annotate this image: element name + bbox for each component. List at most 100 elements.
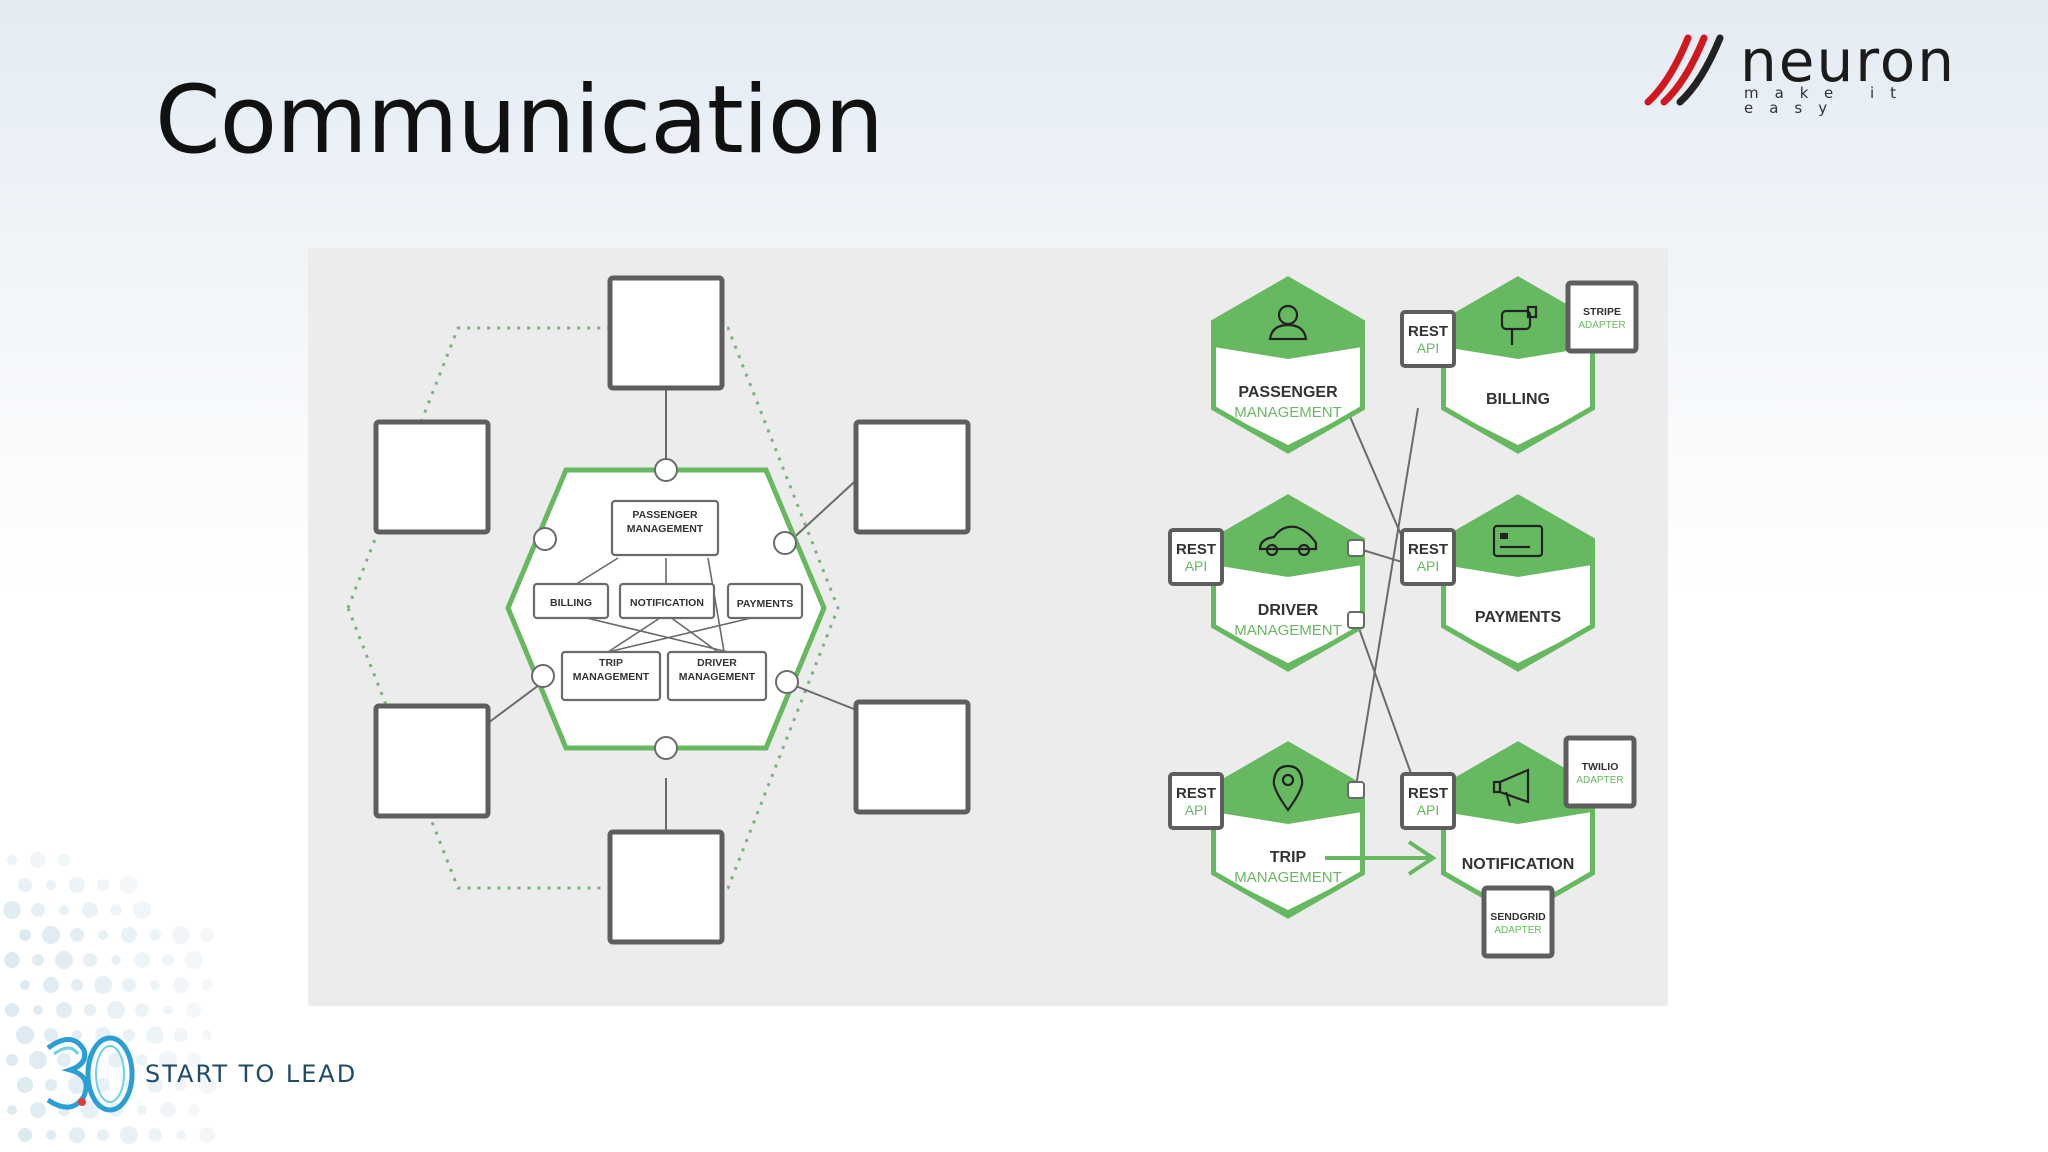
service-notification: NOTIFICATION — [1441, 741, 1595, 919]
adapter-box — [373, 703, 491, 819]
decorative-dot — [176, 1130, 186, 1140]
core-module-label: NOTIFICATION — [630, 597, 704, 609]
diagram-canvas: PASSENGER MANAGEMENT BILLING NOTIFICATION… — [346, 275, 1639, 959]
decorative-dot — [173, 977, 189, 993]
decorative-dot — [55, 951, 73, 969]
decorative-dot — [148, 1128, 162, 1142]
decorative-dot — [32, 954, 44, 966]
decorative-dot — [110, 904, 122, 916]
decorative-dot — [200, 928, 214, 942]
service-billing: BILLING — [1441, 276, 1595, 454]
decorative-dot — [30, 1102, 46, 1118]
decorative-dot — [174, 1028, 188, 1042]
svg-text:REST: REST — [1408, 541, 1448, 558]
core-module-label: PAYMENTS — [737, 598, 794, 610]
svg-text:API: API — [1185, 558, 1208, 574]
svg-text:REST: REST — [1408, 785, 1448, 802]
svg-text:REST: REST — [1176, 541, 1216, 558]
outer-dotted-hexagon — [346, 326, 840, 890]
decorative-dot — [6, 1054, 18, 1066]
decorative-dot — [107, 1001, 125, 1019]
adapter-box — [607, 275, 725, 391]
decorative-dot — [137, 1105, 147, 1115]
decorative-dot — [29, 1051, 47, 1069]
decorative-dot — [198, 1076, 216, 1094]
car-icon — [1258, 525, 1318, 557]
port-square — [1347, 539, 1365, 557]
person-icon — [1268, 304, 1308, 341]
decorative-dot — [56, 1002, 72, 1018]
decorative-dot — [187, 1053, 201, 1067]
svg-text:ADAPTER: ADAPTER — [1576, 775, 1623, 786]
decorative-dot — [17, 1077, 33, 1093]
logo-slashes-icon — [1644, 34, 1724, 106]
decorative-dot — [31, 903, 45, 917]
decorative-dot — [133, 901, 151, 919]
service-driver: DRIVER MANAGEMENT — [1211, 494, 1365, 672]
decorative-dot — [46, 880, 56, 890]
decorative-dot — [121, 927, 137, 943]
decorative-dot — [135, 1003, 149, 1017]
decorative-dot — [185, 951, 203, 969]
decorative-dot — [97, 879, 109, 891]
decorative-dot — [59, 905, 69, 915]
anniversary-30-logo-icon — [46, 1035, 135, 1113]
service-title: PASSENGER — [1238, 384, 1338, 401]
service-payments: PAYMENTS — [1441, 494, 1595, 672]
decorative-dot — [123, 1029, 135, 1041]
map-pin-icon — [1272, 764, 1304, 812]
svg-text:ADAPTER: ADAPTER — [1578, 320, 1625, 331]
svg-text:SENDGRID: SENDGRID — [1490, 911, 1546, 923]
service-subtitle: MANAGEMENT — [1234, 622, 1342, 639]
decorative-dot — [30, 852, 46, 868]
decorative-dot — [96, 1078, 110, 1092]
decorative-dot — [163, 1005, 173, 1015]
decorative-dot — [162, 954, 174, 966]
svg-text:TWILIO: TWILIO — [1582, 761, 1619, 773]
decorative-dot — [18, 878, 32, 892]
service-passenger: PASSENGER MANAGEMENT — [1211, 276, 1365, 454]
decorative-dot — [175, 1079, 187, 1091]
monolith-connectors — [487, 388, 865, 858]
decorative-dot — [70, 928, 84, 942]
decorative-dot — [84, 1004, 96, 1016]
decorative-dot — [111, 955, 121, 965]
decorative-dot — [68, 1076, 86, 1094]
svg-text:API: API — [1417, 802, 1440, 818]
decorative-dot — [199, 1127, 215, 1143]
adapter-box — [853, 699, 971, 815]
service-subtitle: MANAGEMENT — [1234, 404, 1342, 421]
decorative-dot — [19, 929, 31, 941]
adapter-box — [853, 419, 971, 535]
decorative-dot — [44, 1028, 58, 1042]
logo-wordmark: neuron — [1740, 27, 1957, 95]
decorative-dot — [69, 877, 85, 893]
transition-arrow-icon — [1325, 840, 1437, 876]
service-title: PAYMENTS — [1475, 609, 1562, 626]
adapter-sendgrid: SENDGRID ADAPTER — [1481, 885, 1555, 959]
svg-text:REST: REST — [1176, 785, 1216, 802]
decorative-dot — [146, 1026, 164, 1044]
svg-text:ADAPTER: ADAPTER — [1494, 925, 1541, 936]
port-square — [1347, 781, 1365, 799]
decorative-dot — [5, 1003, 19, 1017]
decorative-dot — [18, 1128, 32, 1142]
core-modules — [532, 499, 804, 702]
decorative-dot — [202, 1030, 212, 1040]
service-title: DRIVER — [1258, 602, 1319, 619]
decorative-dot — [150, 980, 160, 990]
decorative-dot — [82, 902, 98, 918]
footer-slogan: START TO LEAD — [145, 1060, 358, 1088]
decorative-dot — [201, 979, 213, 991]
core-module-label: BILLING — [550, 597, 592, 609]
decorative-dot — [7, 1105, 17, 1115]
service-subtitle: MANAGEMENT — [1234, 869, 1342, 886]
neuron-logo: neuron make it easy — [1640, 27, 2010, 116]
